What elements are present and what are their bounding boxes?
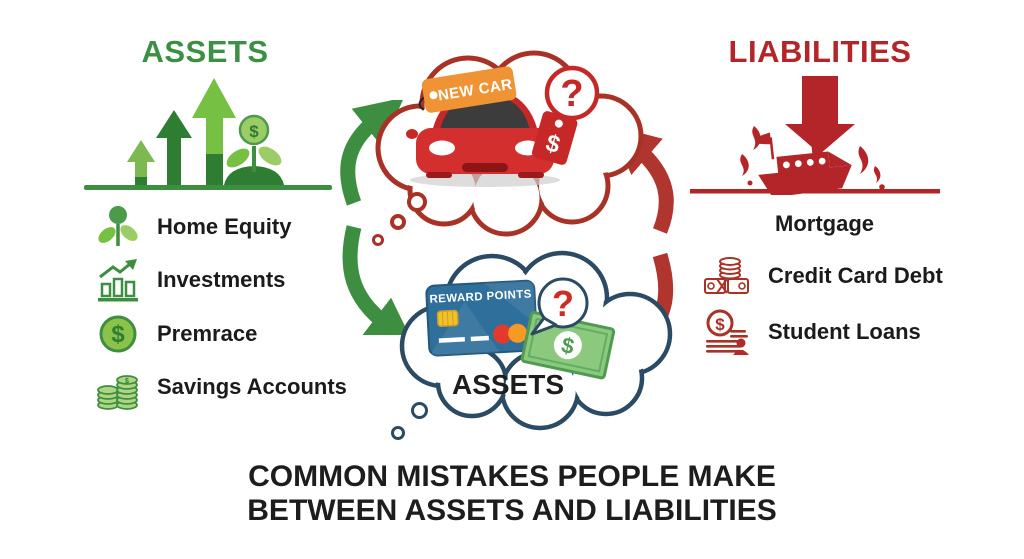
asset-item-label: Home Equity	[157, 214, 292, 239]
asset-item-label: Investments	[157, 267, 286, 292]
new-car-price-tag: NEW CAR	[418, 66, 517, 113]
debtor-figure	[733, 338, 749, 355]
credit-card-illustration: REWARD POINTS	[425, 279, 539, 357]
liability-item-mortgage: Mortgage	[700, 200, 874, 248]
bill-symbol: $	[559, 332, 576, 359]
asset-item-savings: $ Savings Accounts	[95, 363, 347, 411]
loan-papers-icon: $	[706, 309, 749, 355]
liability-item-label: Student Loans	[768, 319, 921, 344]
assets-header: ASSETS	[141, 34, 269, 69]
sprout-icon	[98, 206, 138, 246]
liability-item-student-loans: $ Student Loans	[702, 308, 921, 356]
question-speech-bubble: ?	[530, 277, 589, 336]
liabilities-header: LIABILITIES	[728, 34, 912, 69]
coin-symbol: $	[125, 378, 129, 385]
thought-trail-dot	[411, 402, 428, 419]
question-mark: ?	[560, 73, 583, 115]
asset-item-investments: Investments	[95, 256, 285, 304]
down-arrow-icon	[785, 76, 855, 154]
card-circle-orange	[508, 323, 528, 343]
card-label: REWARD POINTS	[429, 288, 532, 305]
green-cycle-arrow	[340, 100, 415, 335]
thought-bubble-card: REWARD POINTS $ ? ASSETS	[399, 250, 673, 431]
thought-trail-dot	[372, 234, 384, 246]
thought-trail-dot	[391, 426, 405, 440]
asset-item-label: Premrace	[157, 321, 258, 346]
liability-item-label: Credit Card Debt	[768, 263, 943, 288]
growth-arrow-medium-icon	[156, 110, 192, 185]
thought-trail-dot	[407, 192, 427, 212]
growth-arrow-small-icon	[127, 140, 155, 185]
loan-coin-symbol: $	[715, 315, 725, 334]
dollar-coin-icon: $	[99, 315, 137, 353]
cash-bundle-icon	[704, 257, 749, 294]
footer-title-line1: COMMON MISTAKES PEOPLE MAKE	[248, 460, 776, 493]
money-plant-icon: $	[224, 114, 284, 185]
coin-stacks-icon: $	[97, 375, 138, 410]
bubble-caption: ASSETS	[452, 369, 564, 400]
bar-chart-icon	[98, 259, 138, 302]
question-mark: ?	[552, 283, 574, 324]
liability-item-label: Mortgage	[775, 211, 874, 236]
footer-title-line2: BETWEEN ASSETS AND LIABILITIES	[247, 494, 777, 527]
question-mark-badge: ?	[544, 65, 600, 121]
dollar-price-tag: $	[531, 111, 578, 165]
thought-trail-dot	[390, 214, 406, 230]
card-circle-red	[493, 324, 513, 344]
asset-item-premrace: $ Premrace	[95, 310, 257, 358]
plant-coin-symbol: $	[249, 122, 259, 141]
sinking-ship-graphic	[690, 76, 940, 195]
coin-symbol: $	[111, 321, 125, 348]
asset-item-home-equity: Home Equity	[95, 203, 291, 251]
liability-item-credit-card-debt: Credit Card Debt	[702, 252, 943, 300]
asset-growth-graphic: $	[84, 78, 332, 190]
footer-title: COMMON MISTAKES PEOPLE MAKE BETWEEN ASSE…	[0, 460, 1024, 528]
ground-line	[84, 185, 332, 190]
splash-flames	[740, 126, 885, 190]
asset-item-label: Savings Accounts	[157, 374, 347, 399]
thought-bubble-car: NEW CAR $ ?	[375, 50, 644, 237]
ship-silhouette	[757, 132, 852, 195]
growth-arrow-large-icon	[192, 78, 236, 185]
